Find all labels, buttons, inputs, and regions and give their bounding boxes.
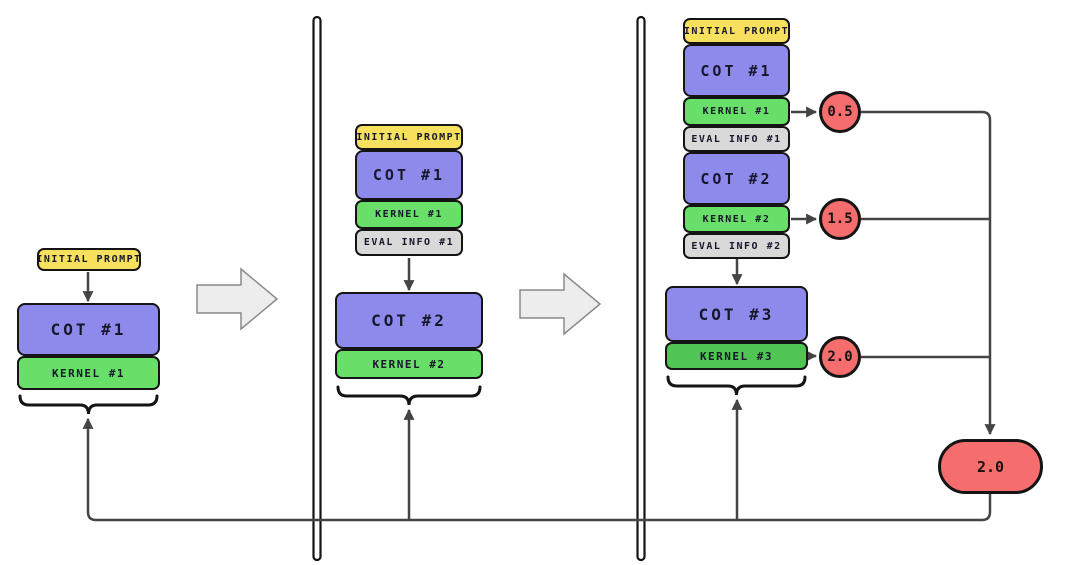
stage3-eval-info2-box: EVAL INFO #2 <box>683 233 790 259</box>
score-circle-kernel3: 2.0 <box>819 336 861 378</box>
stage2-brace <box>336 385 482 406</box>
stage3-kernel3-box: KERNEL #3 <box>665 342 808 370</box>
stage1-brace <box>18 394 159 415</box>
stage3-brace <box>666 375 807 396</box>
stage3-initial-prompt-box: INITIAL PROMPT <box>683 18 790 44</box>
score-circle-kernel2: 1.5 <box>819 198 861 240</box>
stage1-initial-prompt-box: INITIAL PROMPT <box>36 248 141 271</box>
stage2-kernel2-box: KERNEL #2 <box>335 349 483 379</box>
transition-arrow-2-icon <box>519 272 602 336</box>
stage3-kernel2-box: KERNEL #2 <box>683 205 790 233</box>
stage2-eval-info1-box: EVAL INFO #1 <box>355 229 463 256</box>
stage-divider-1 <box>312 15 322 562</box>
score1-collector-line <box>861 110 996 436</box>
final-score-pill: 2.0 <box>938 439 1043 494</box>
stage3-cot3-box: COT #3 <box>665 286 808 342</box>
stage2-cot1-box: COT #1 <box>355 150 463 200</box>
stage3-cot1-box: COT #1 <box>683 44 790 97</box>
transition-arrow-1-icon <box>196 267 279 331</box>
stage-divider-2 <box>636 15 646 562</box>
stage3-kernel1-box: KERNEL #1 <box>683 97 790 126</box>
stage3-cot2-box: COT #2 <box>683 152 790 205</box>
score-circle-kernel1: 0.5 <box>819 91 861 133</box>
stage2-cot2-box: COT #2 <box>335 292 483 349</box>
stage3-eval-info1-box: EVAL INFO #1 <box>683 126 790 152</box>
stage2-kernel1-box: KERNEL #1 <box>355 200 463 229</box>
stage2-initial-prompt-box: INITIAL PROMPT <box>355 124 463 150</box>
feedback-loop-line <box>82 417 992 522</box>
stage1-cot1-box: COT #1 <box>17 303 160 356</box>
stage1-kernel1-box: KERNEL #1 <box>17 356 160 390</box>
